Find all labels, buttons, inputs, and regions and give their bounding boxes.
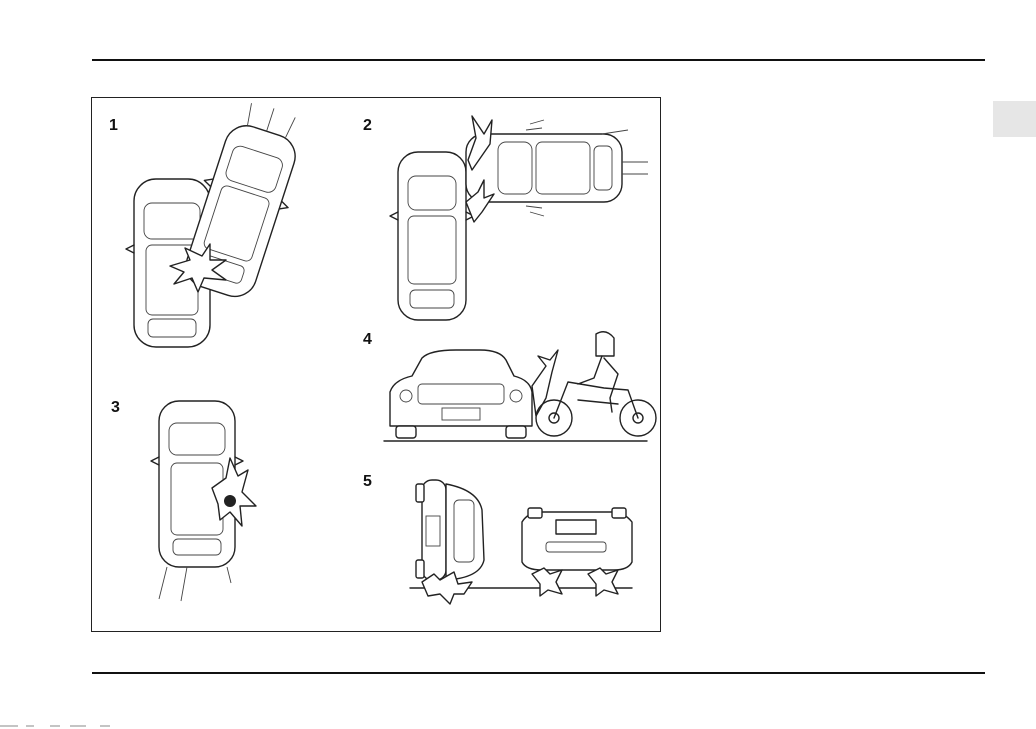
- diagram-label-5: 5: [363, 473, 372, 491]
- scan-artifact: [0, 722, 160, 729]
- side-t-bone-collision-illustration: [372, 98, 662, 328]
- header-rule: [92, 59, 985, 61]
- diagram-label-2: 2: [363, 117, 372, 135]
- footer-rule: [92, 672, 985, 674]
- diagram-label-4: 4: [363, 331, 372, 349]
- car-rollover-illustration: [392, 470, 662, 605]
- side-impact-illustration: [92, 388, 352, 608]
- car-motorcycle-collision-illustration: [382, 326, 672, 451]
- chapter-tab: [993, 101, 1036, 137]
- frontal-offset-collision-illustration: [92, 98, 352, 358]
- figure-frame: 1 2: [91, 97, 661, 632]
